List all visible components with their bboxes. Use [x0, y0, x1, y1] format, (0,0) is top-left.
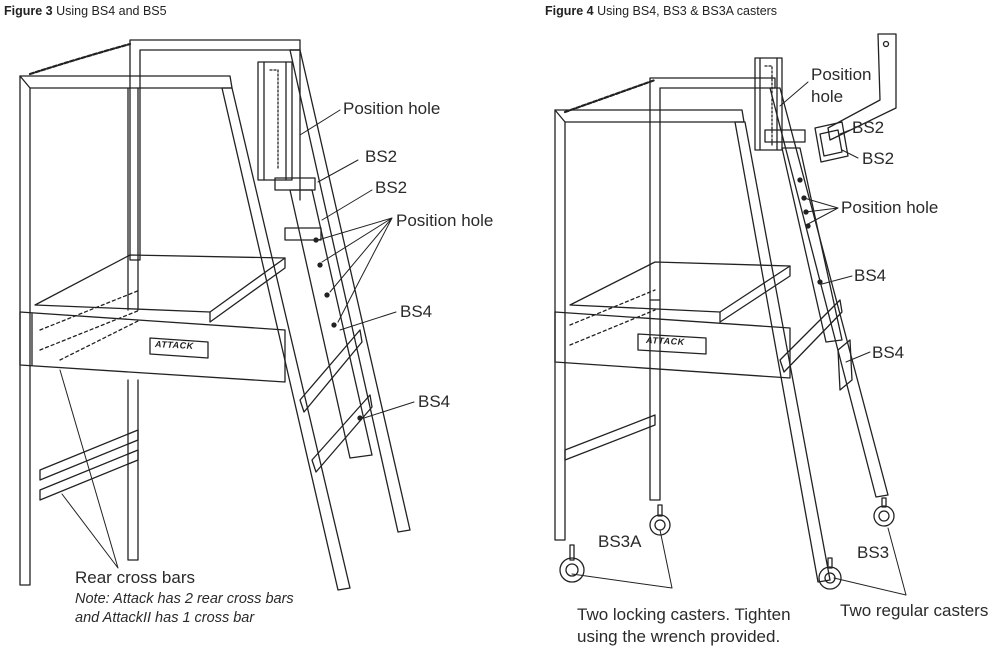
label-bs4: BS4	[872, 343, 905, 362]
figure4-title: Figure 4 Using BS4, BS3 & BS3A casters	[545, 4, 777, 18]
attack-logo-plate	[637, 333, 707, 355]
label-locking-casters: using the wrench provided.	[577, 627, 781, 646]
chain-icon	[563, 78, 657, 114]
note-line: and AttackII has 1 cross bar	[75, 610, 255, 626]
wrench-icon	[827, 33, 897, 141]
label-rear-cross-bars: Rear cross bars	[75, 568, 195, 587]
note-line: Note: Attack has 2 rear cross bars	[75, 591, 294, 607]
label-position-hole: Position hole	[841, 198, 939, 217]
attack-logo-text: ATTACK	[154, 338, 194, 352]
label-regular-casters: Two regular casters	[840, 601, 989, 620]
label-bs4: BS4	[400, 302, 433, 321]
figure3-caption: Using BS4 and BS5	[56, 4, 167, 18]
figure3-stand	[19, 39, 415, 591]
attack-logo-text: ATTACK	[645, 334, 685, 348]
chain-icon	[28, 42, 132, 76]
caster-icon	[873, 497, 895, 527]
figure3-title: Figure 3 Using BS4 and BS5	[4, 4, 167, 18]
figure4-stand	[554, 33, 907, 596]
caster-icon	[818, 557, 842, 590]
label-position-hole: Position hole	[343, 99, 441, 118]
figure3-number: Figure 3	[4, 4, 53, 18]
label-bs2: BS2	[852, 118, 885, 137]
figure4-number: Figure 4	[545, 4, 594, 18]
label-bs2: BS2	[862, 149, 895, 168]
label-bs4: BS4	[854, 266, 887, 285]
figure4-caption: Using BS4, BS3 & BS3A casters	[597, 4, 778, 18]
label-position: Position	[811, 65, 872, 84]
label-bs4: BS4	[418, 392, 451, 411]
label-hole: hole	[811, 87, 844, 106]
attack-logo-plate	[149, 337, 209, 359]
caster-icon	[559, 544, 585, 583]
label-bs2: BS2	[365, 147, 398, 166]
label-bs3: BS3	[857, 543, 890, 562]
label-bs2: BS2	[375, 178, 408, 197]
label-position-hole: Position hole	[396, 211, 494, 230]
label-locking-casters: Two locking casters. Tighten	[577, 605, 791, 624]
label-bs3a: BS3A	[598, 532, 642, 551]
